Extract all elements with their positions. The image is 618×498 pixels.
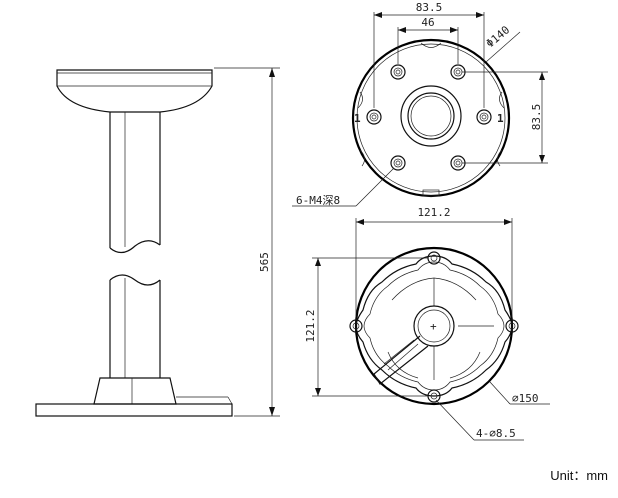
- threaded-holes: [366, 64, 492, 171]
- hole-mark-right: 1: [497, 112, 504, 125]
- side-view: 565: [35, 67, 280, 417]
- mount-holes-label: 4-⌀8.5: [476, 427, 516, 440]
- top-inner-width-label: 46: [421, 16, 434, 29]
- bottom-height-label: 121.2: [304, 309, 317, 342]
- unit-label: Unit：mm: [550, 468, 608, 483]
- svg-text:+: +: [430, 320, 437, 333]
- thread-spec-label: 6-M4深8: [296, 194, 340, 207]
- total-height-label: 565: [258, 252, 271, 272]
- bottom-diameter-label: ⌀150: [512, 392, 539, 405]
- bottom-width-label: 121.2: [417, 206, 450, 219]
- top-outer-width-label: 83.5: [416, 1, 443, 14]
- hole-mark-left: 1: [354, 112, 361, 125]
- right-height-label: 83.5: [530, 104, 543, 131]
- bottom-view: + 121.2 121.2 ⌀150 4-⌀8.5: [304, 206, 550, 441]
- top-diameter-label: Φ140: [484, 23, 513, 50]
- top-view: 1 1 83.5 46 Φ140 83.5 6-M4深8: [292, 1, 548, 207]
